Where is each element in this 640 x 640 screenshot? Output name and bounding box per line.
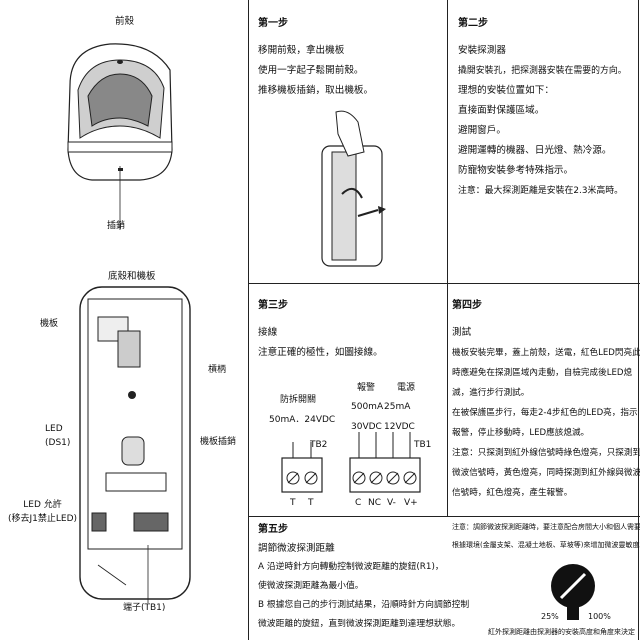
tb1-terminal-c: C xyxy=(355,498,362,508)
step2-line: 防寵物安裝參考特殊指示。 xyxy=(458,165,574,176)
step4-line: 微波信號時，黃色燈亮，同時探測到紅外線與微波 xyxy=(452,468,640,478)
grid-divider xyxy=(248,516,640,517)
terminal-label: 端子(TB1) xyxy=(123,603,166,613)
note-line: 根據環境(金屬支架、混凝土地板、草坡等)來增加微波靈敏度。 xyxy=(452,541,640,549)
step4-line: 在被保護區步行，每走2-4步紅色的LED亮，指示 xyxy=(452,408,638,418)
step4-line: 注意：只探測到紅外線信號時綠色燈亮，只探測到 xyxy=(452,448,640,458)
tb1-terminal-nc: NC xyxy=(368,498,382,508)
tamper-spec: 50mA．24VDC xyxy=(269,415,336,425)
board-label: 機板 xyxy=(40,319,59,329)
base-board-title: 底殼和機板 xyxy=(108,271,156,282)
note-line: 注意：調節微波探測距離時，要注意配合房間大小和個人需要。 xyxy=(452,523,640,531)
power-voltage: 12VDC xyxy=(384,422,415,432)
wiring-diagram xyxy=(281,432,421,493)
tamper-title: 防拆開關 xyxy=(280,395,317,405)
alarm-voltage: 30VDC xyxy=(351,422,382,432)
tb2-terminal-t: T xyxy=(308,498,314,508)
step2-line: 避開運轉的機器、日光燈、熱冷源。 xyxy=(458,145,612,156)
tb2-label: TB2 xyxy=(310,440,328,450)
front-cover-drawing xyxy=(67,43,173,230)
step1-panel: 第一步 移開前殼，拿出機板 使用一字起子鬆開前殼。 推移機板插銷，取出機板。 xyxy=(258,14,443,101)
latch-label: 插銷 xyxy=(107,221,126,231)
lever-label: 槓柄 xyxy=(208,365,227,375)
step5-line: 調節微波探測距離 xyxy=(258,543,335,554)
base-board-drawing xyxy=(79,286,191,603)
step5-title: 第五步 xyxy=(258,524,288,535)
step5-panel: 第五步 調節微波探測距離 A 沿逆時針方向轉動控制微波距離的旋鈕(R1)， 使微… xyxy=(258,520,470,634)
step4-line: 滅，進行步行測試。 xyxy=(452,388,530,398)
step3-panel: 第三步 接線 注意正確的極性，如圖接線。 xyxy=(258,296,443,363)
range-max-label: 100% xyxy=(588,612,611,621)
step2-line: 注意：最大探測距離是安裝在2.3米高時。 xyxy=(458,186,623,196)
step2-line: 理想的安裝位置如下： xyxy=(458,85,554,96)
footer-note: 紅外探測距離由探測器的安裝高度和角度來決定 xyxy=(488,628,635,636)
step4-line: 信號時，紅色燈亮，產生報警。 xyxy=(452,488,573,498)
board-removal-drawing xyxy=(321,110,386,267)
step2-title: 第二步 xyxy=(458,18,488,29)
range-knob-drawing xyxy=(551,564,595,620)
step1-title: 第一步 xyxy=(258,18,288,29)
led-allow-line: (移去J1禁止LED) xyxy=(8,514,78,524)
step5-line: B 根據您自己的步行測試結果，沿順時針方向調節控制 xyxy=(258,600,470,610)
step4-line: 報警，停止移動時，LED應該熄滅。 xyxy=(452,428,590,438)
range-min-label: 25% xyxy=(541,612,559,621)
step4-line: 測試 xyxy=(452,327,472,338)
power-current: 25mA xyxy=(384,402,411,412)
grid-divider xyxy=(447,0,448,516)
led-allow-label: LED 允許 (移去J1禁止LED) xyxy=(8,498,77,526)
step1-line: 使用一字起子鬆開前殼。 xyxy=(258,65,364,76)
led-allow-line: LED 允許 xyxy=(23,500,62,510)
step4-title: 第四步 xyxy=(452,300,482,311)
led-label: LED (DS1) xyxy=(45,422,70,450)
step2-line: 避開窗戶。 xyxy=(458,125,506,136)
step1-line: 移開前殼，拿出機板 xyxy=(258,45,345,56)
led-label-line: LED xyxy=(45,424,63,434)
power-title: 電源 xyxy=(397,383,416,393)
step5-line: 微波距離的旋鈕，直到微波探測距離到達理想狀態。 xyxy=(258,619,461,629)
step5-line: A 沿逆時針方向轉動控制微波距離的旋鈕(R1)， xyxy=(258,562,444,572)
tb1-label: TB1 xyxy=(414,440,432,450)
step2-line: 安裝探測器 xyxy=(458,45,506,56)
step4-line: 時應避免在探測區域內走動，自檢完成後LED熄 xyxy=(452,368,633,378)
front-cover-title: 前殼 xyxy=(115,16,135,27)
step1-line: 推移機板插銷，取出機板。 xyxy=(258,85,374,96)
board-latch-label: 機板插銷 xyxy=(200,437,237,447)
tb2-terminal-t: T xyxy=(290,498,296,508)
tb1-terminal-vminus: V- xyxy=(387,498,396,508)
step2-line: 直接面對保護區域。 xyxy=(458,105,545,116)
step5-line: 使微波探測距離為最小值。 xyxy=(258,581,364,591)
alarm-title: 報警 xyxy=(357,383,376,393)
grid-divider xyxy=(638,0,639,640)
step3-title: 第三步 xyxy=(258,300,288,311)
grid-divider xyxy=(248,283,640,284)
step3-line: 注意正確的極性，如圖接線。 xyxy=(258,347,383,358)
step4-panel: 第四步 測試 機板安裝完畢，蓋上前殼，送電，紅色LED閃亮此 時應避免在探測區域… xyxy=(452,296,640,503)
tb1-terminal-vplus: V+ xyxy=(404,498,418,508)
step2-panel: 第二步 安裝探測器 撬開安裝孔，把探測器安裝在需要的方向。 理想的安裝位置如下：… xyxy=(458,14,638,201)
step3-line: 接線 xyxy=(258,327,278,338)
led-label-line: (DS1) xyxy=(45,438,71,448)
alarm-current: 500mA xyxy=(351,402,384,412)
grid-divider xyxy=(248,0,249,640)
step2-line: 撬開安裝孔，把探測器安裝在需要的方向。 xyxy=(458,66,627,76)
step4-line: 機板安裝完畢，蓋上前殼，送電，紅色LED閃亮此 xyxy=(452,348,640,358)
